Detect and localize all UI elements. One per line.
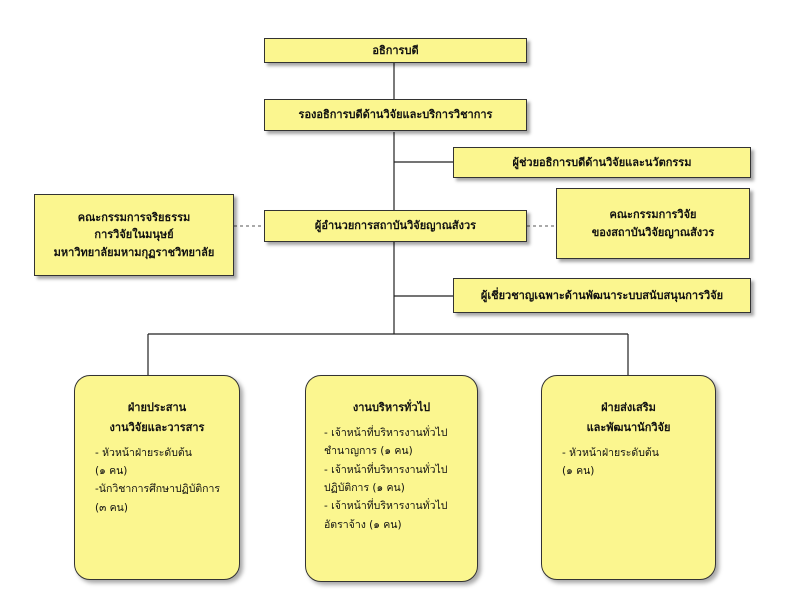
research-committee-box: คณะกรรมการวิจัย ของสถาบันวิจัยญาณสังวร bbox=[556, 188, 750, 259]
expert-box: ผู้เชี่ยวชาญเฉพาะด้านพัฒนาระบบสนับสนุนกา… bbox=[453, 278, 751, 313]
division-2-item-4: ปฏิบัติการ (๑ คน) bbox=[324, 481, 405, 494]
expert-label: ผู้เชี่ยวชาญเฉพาะด้านพัฒนาระบบสนับสนุนกา… bbox=[480, 288, 724, 302]
research-committee-line-2: ของสถาบันวิจัยญาณสังวร bbox=[591, 225, 715, 239]
division-2-item-5: - เจ้าหน้าที่บริหารงานทั่วไป bbox=[324, 500, 448, 513]
president-box: อธิการบดี bbox=[264, 38, 527, 63]
division-3-head-line-1: ฝ่ายส่งเสริม bbox=[601, 401, 656, 414]
division-admin-box: งานบริหารทั่วไป - เจ้าหน้าที่บริหารงานทั… bbox=[305, 375, 478, 582]
division-2-item-3: - เจ้าหน้าที่บริหารงานทั่วไป bbox=[324, 463, 448, 476]
assistant-box: ผู้ช่วยอธิการบดีด้านวิจัยและนวัตกรรม bbox=[453, 147, 751, 178]
division-1-item-4: (๓ คน) bbox=[95, 501, 128, 514]
ethics-committee-line-1: คณะกรรมการจริยธรรม bbox=[77, 211, 191, 225]
division-3-item-1: - หัวหน้าฝ่ายระดับต้น bbox=[562, 446, 659, 459]
division-1-head-line-1: ฝ่ายประสาน bbox=[127, 401, 187, 414]
vice-president-label: รองอธิการบดีด้านวิจัยและบริการวิชาการ bbox=[298, 108, 493, 122]
vice-president-box: รองอธิการบดีด้านวิจัยและบริการวิชาการ bbox=[264, 99, 527, 131]
ethics-committee-line-3: มหาวิทยาลัยมหามกุฏราชวิทยาลัย bbox=[53, 245, 215, 259]
division-coordination-box: ฝ่ายประสาน งานวิจัยและวารสาร - หัวหน้าฝ่… bbox=[74, 375, 240, 580]
division-1-head-line-2: งานวิจัยและวารสาร bbox=[109, 420, 205, 434]
director-label: ผู้อำนวยการสถาบันวิจัยญาณสังวร bbox=[314, 219, 477, 233]
ethics-committee-box: คณะกรรมการจริยธรรม การวิจัยในมนุษย์ มหาว… bbox=[34, 194, 234, 276]
research-committee-line-1: คณะกรรมการวิจัย bbox=[609, 208, 697, 222]
division-researcher-box: ฝ่ายส่งเสริม และพัฒนานักวิจัย - หัวหน้าฝ… bbox=[541, 375, 716, 580]
division-1-item-2: (๑ คน) bbox=[95, 464, 128, 477]
division-2-head-line-1: งานบริหารทั่วไป bbox=[352, 401, 431, 414]
division-2-item-2: ชำนาญการ (๑ คน) bbox=[324, 445, 413, 458]
president-label: อธิการบดี bbox=[372, 43, 419, 57]
division-1-item-1: - หัวหน้าฝ่ายระดับต้น bbox=[95, 446, 192, 459]
division-3-item-2: (๑ คน) bbox=[562, 464, 595, 477]
division-2-item-6: อัตราจ้าง (๑ คน) bbox=[324, 518, 402, 531]
division-2-item-1: - เจ้าหน้าที่บริหารงานทั่วไป bbox=[324, 426, 448, 439]
division-3-head-line-2: และพัฒนานักวิจัย bbox=[586, 420, 671, 434]
director-box: ผู้อำนวยการสถาบันวิจัยญาณสังวร bbox=[264, 210, 527, 242]
ethics-committee-line-2: การวิจัยในมนุษย์ bbox=[94, 228, 174, 242]
assistant-label: ผู้ช่วยอธิการบดีด้านวิจัยและนวัตกรรม bbox=[512, 155, 692, 169]
division-1-item-3: -นักวิชาการศึกษาปฏิบัติการ bbox=[95, 483, 221, 496]
